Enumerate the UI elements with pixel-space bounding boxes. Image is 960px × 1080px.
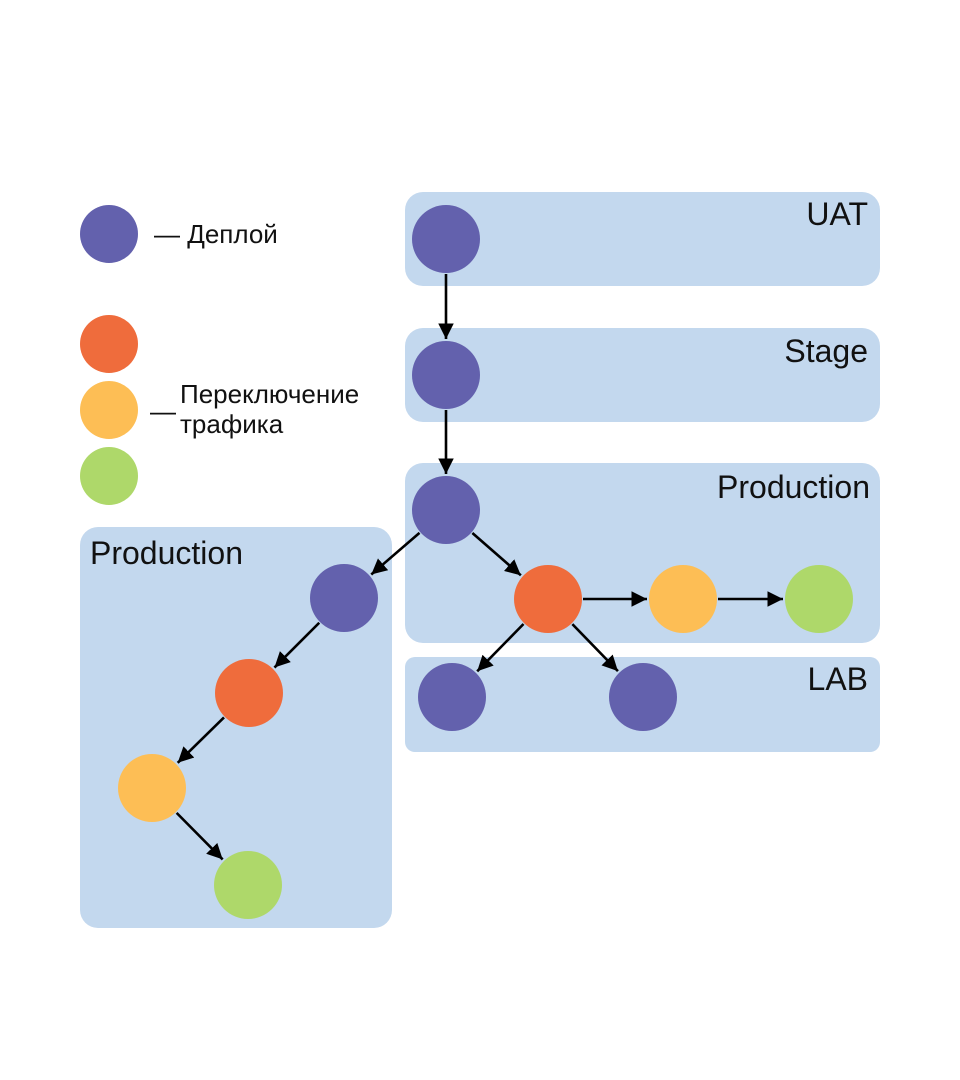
- nodes-layer: [118, 205, 853, 919]
- node-prod-left-deploy: [310, 564, 378, 632]
- node-prod-right-switch-green: [785, 565, 853, 633]
- node-prod-left-switch-red: [215, 659, 283, 727]
- node-uat-deploy: [412, 205, 480, 273]
- env-label-uat: UAT: [806, 196, 868, 232]
- node-lab-deploy-2: [609, 663, 677, 731]
- edge-prod-right-deploy-to-prod-left-deploy: [370, 531, 421, 576]
- node-prod-left-switch-green: [214, 851, 282, 919]
- legend-switch-yellow-node: [80, 381, 138, 439]
- node-prod-right-switch-red: [514, 565, 582, 633]
- legend-deploy-node: [80, 205, 138, 263]
- edge-prod-right-red-to-lab-deploy-1: [476, 623, 525, 673]
- legend-switch-green-node: [80, 447, 138, 505]
- env-box-uat: [405, 192, 880, 286]
- edge-prod-right-deploy-to-prod-right-red: [471, 532, 522, 577]
- env-label-stage: Stage: [784, 333, 868, 369]
- env-box-stage: [405, 328, 880, 422]
- legend-switch-line1: Переключение: [180, 379, 359, 409]
- node-prod-left-switch-yellow: [118, 754, 186, 822]
- legend-switch-line2: трафика: [180, 409, 284, 439]
- edge-prod-left-deploy-to-prod-left-red: [273, 621, 321, 669]
- env-label-lab: LAB: [808, 661, 868, 697]
- node-stage-deploy: [412, 341, 480, 409]
- edge-prod-left-red-to-prod-left-yellow: [176, 716, 225, 764]
- node-prod-right-deploy: [412, 476, 480, 544]
- env-label-production-right: Production: [717, 469, 870, 505]
- legend-switch-red-node: [80, 315, 138, 373]
- edges-layer: [175, 274, 783, 861]
- legend-deploy-text: — Деплой: [154, 219, 278, 249]
- env-label-production-left: Production: [90, 535, 243, 571]
- node-prod-right-switch-yellow: [649, 565, 717, 633]
- legend-switch-dash: —: [150, 396, 176, 426]
- edge-prod-right-red-to-lab-deploy-2: [571, 623, 619, 673]
- node-lab-deploy-1: [418, 663, 486, 731]
- edge-prod-left-yellow-to-prod-left-green: [175, 811, 224, 861]
